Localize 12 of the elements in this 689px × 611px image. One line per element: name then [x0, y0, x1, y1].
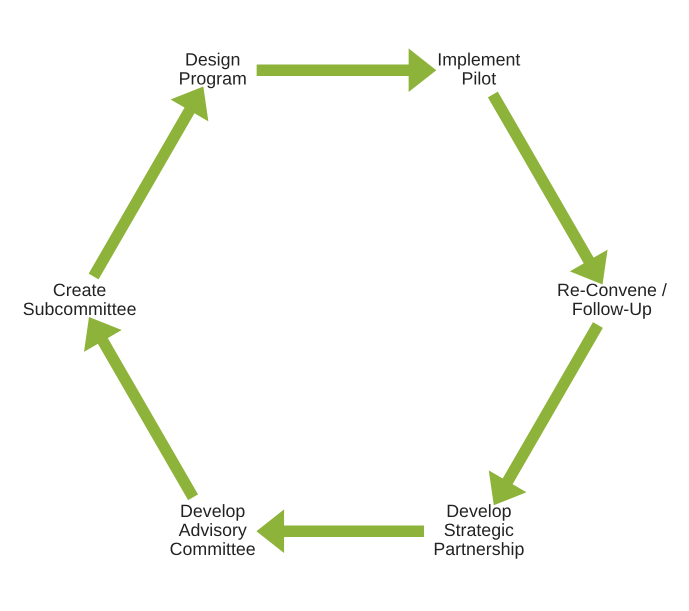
node-text: Create Subcommittee: [22, 280, 137, 319]
arrow: [488, 92, 608, 284]
arrow: [488, 322, 603, 506]
node-text: Implement Pilot: [437, 49, 520, 88]
node-text: Develop Strategic Partnership: [433, 500, 524, 559]
arrow: [88, 86, 208, 280]
node-text: Design Program: [178, 49, 247, 88]
arrow: [256, 509, 424, 554]
node-text: Develop Advisory Committee: [170, 500, 256, 559]
node-text: Re-Convene / Follow-Up: [557, 280, 667, 319]
arrow: [84, 316, 198, 500]
arrow: [256, 48, 436, 92]
